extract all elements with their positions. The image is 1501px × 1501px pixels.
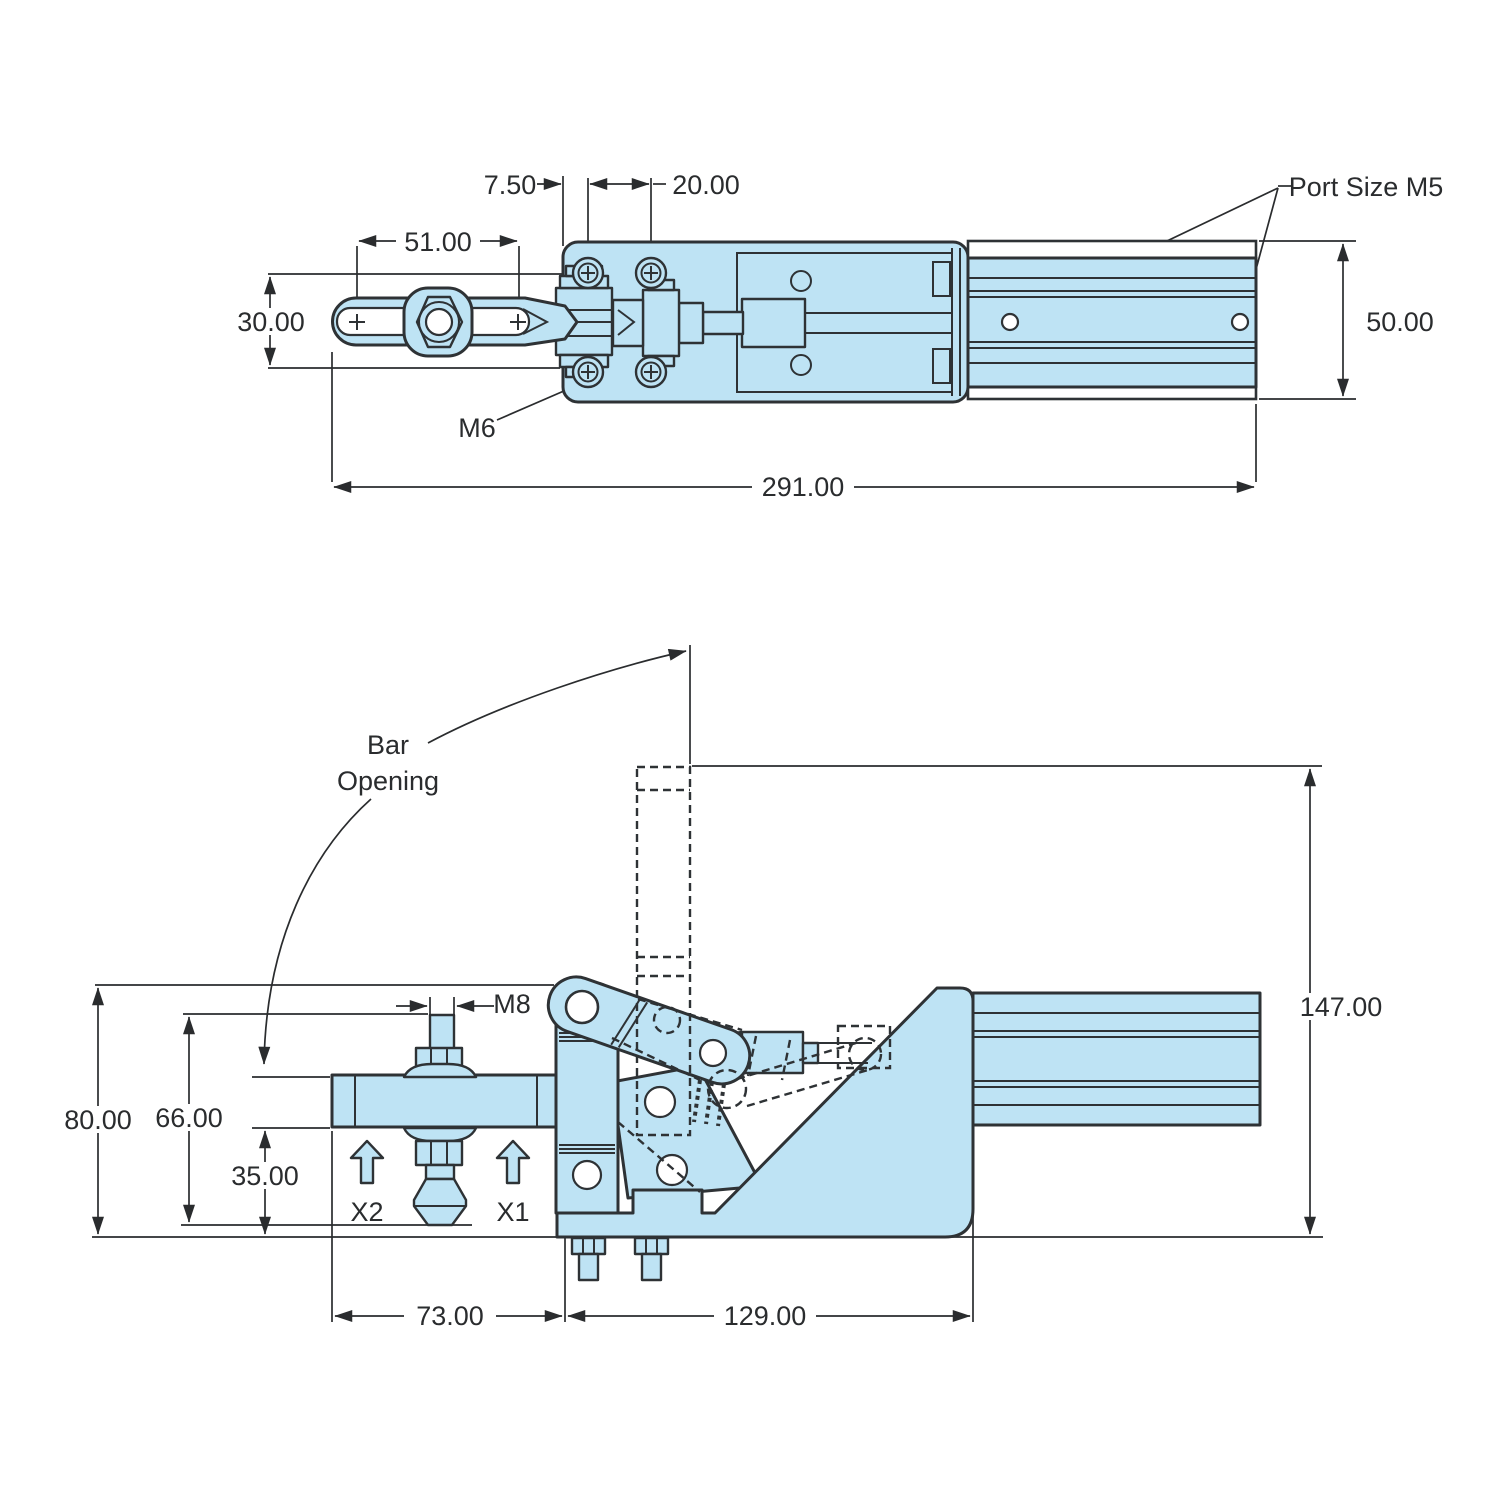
open-position-phantom: [611, 765, 892, 1193]
dim-arm-width: 30.00: [237, 307, 305, 337]
label-m6: M6: [458, 413, 496, 443]
cylinder-side: [971, 991, 1262, 1127]
dim-total-height: 147.00: [1300, 992, 1383, 1022]
dim-slot-length: 51.00: [404, 227, 472, 257]
spindle-stud: [428, 1013, 456, 1052]
top-view-extension-lines: [268, 176, 1356, 482]
bar-open-position: [635, 765, 692, 1137]
dim-overall-length: 291.00: [762, 472, 845, 502]
dim-base-length: 129.00: [724, 1301, 807, 1331]
side-view: 80.00 66.00 35.00 73.00 129.00 147.00 M8…: [54, 645, 1393, 1331]
port-hole-1: [1000, 312, 1020, 332]
piston-rod-top: [701, 297, 952, 349]
m6-bolt: [571, 256, 605, 290]
top-view-dim-texts: 7.50 20.00 51.00 30.00 291.00 50.00 Port…: [229, 170, 1444, 502]
dim-under-arm: 35.00: [231, 1161, 299, 1191]
sensor-arrows: [349, 1139, 531, 1185]
pivot-hole: [564, 989, 600, 1025]
side-view-extension-lines: [92, 645, 1323, 1322]
dim-spindle-length: 66.00: [155, 1103, 223, 1133]
mounting-bolts: [570, 1236, 670, 1282]
spindle-assembly: [402, 1013, 478, 1227]
top-view: 7.50 20.00 51.00 30.00 291.00 50.00 Port…: [229, 170, 1444, 502]
support-plate: [610, 1064, 764, 1200]
m6-bolt: [571, 355, 605, 389]
clamp-arm-top: [331, 286, 579, 358]
m6-bolt: [634, 355, 668, 389]
clamp-arm-side: [330, 1073, 584, 1129]
label-bar-opening-2: Opening: [337, 766, 439, 796]
x2-arrow-icon: [349, 1139, 385, 1185]
label-x1: X1: [496, 1197, 529, 1227]
port-hole-2: [1230, 312, 1250, 332]
spindle-lower-nut: [414, 1139, 464, 1167]
dim-bolt-spacing: 20.00: [672, 170, 740, 200]
elbow-pin-hole: [698, 1038, 728, 1068]
arm-hex-nut: [402, 286, 474, 358]
spindle-pad: [412, 1177, 468, 1227]
dim-body-height: 80.00: [64, 1105, 132, 1135]
x1-arrow-icon: [495, 1139, 531, 1185]
side-view-dim-texts: 80.00 66.00 35.00 73.00 129.00 147.00 M8…: [54, 730, 1393, 1331]
dim-cylinder-height: 50.00: [1366, 307, 1434, 337]
dim-arm-reach: 73.00: [416, 1301, 484, 1331]
m6-bolt: [634, 256, 668, 290]
cylinder-top: [966, 239, 1258, 401]
bar-opening-arc: [258, 648, 687, 1065]
label-x2: X2: [350, 1197, 383, 1227]
toggle-lever: [546, 975, 752, 1086]
label-port-size: Port Size M5: [1289, 172, 1444, 202]
dim-port-offset: 7.50: [484, 170, 537, 200]
m6-bolts: [571, 256, 668, 389]
slot-center-marks: [349, 314, 526, 330]
label-bar-opening-1: Bar: [367, 730, 409, 760]
label-m8: M8: [493, 989, 531, 1019]
